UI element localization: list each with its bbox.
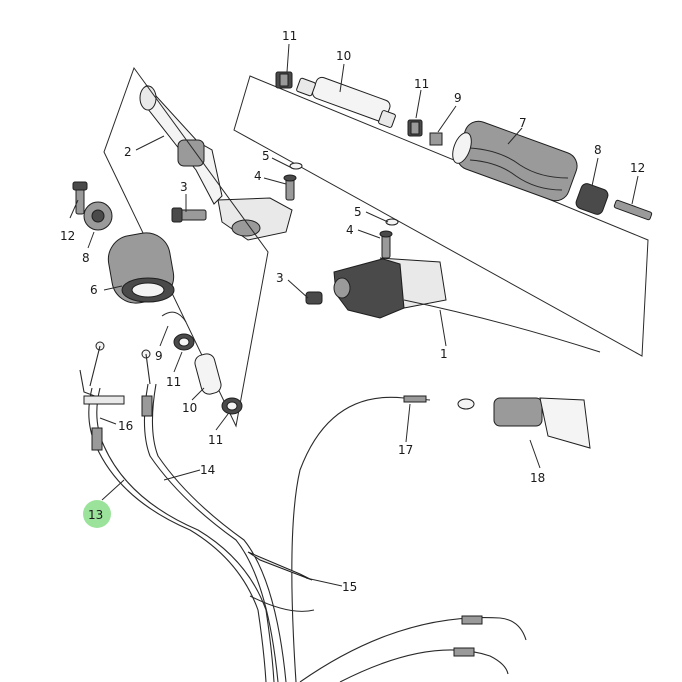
lower-cable-fitting — [453, 647, 475, 657]
cable-cover-part — [493, 397, 591, 449]
callout-4: 4 — [254, 169, 262, 183]
callout-1: 1 — [440, 347, 448, 361]
callout-10: 10 — [336, 49, 351, 63]
cable-guide-part — [247, 551, 315, 612]
callout-4: 4 — [346, 223, 354, 237]
callout-8: 8 — [594, 143, 602, 157]
callout-16: 16 — [118, 419, 133, 433]
handlebar-left-part — [194, 353, 222, 395]
highlight-marker — [83, 500, 111, 528]
clutch-cable-ring — [457, 398, 475, 410]
switch-housing-part — [333, 257, 447, 319]
callout-10: 10 — [182, 401, 197, 415]
callout-11: 11 — [166, 375, 181, 389]
clutch-cable-fitting — [403, 395, 427, 403]
callout-15: 15 — [342, 580, 357, 594]
cable-lead — [89, 345, 101, 387]
cable-lead — [145, 353, 151, 385]
nut-part — [221, 397, 243, 415]
lower-cable-fitting — [461, 615, 483, 625]
clip-part — [429, 132, 443, 146]
screw-part — [305, 291, 323, 305]
lower-cable — [339, 649, 509, 682]
callout-11: 11 — [282, 29, 297, 43]
screw-part — [379, 218, 399, 259]
callout-8: 8 — [82, 251, 90, 265]
clutch-lever-part — [139, 85, 223, 205]
callout-17: 17 — [398, 443, 413, 457]
callout-11: 11 — [414, 77, 429, 91]
nut-part — [173, 333, 195, 351]
callout-3: 3 — [180, 180, 188, 194]
grip-right-part — [452, 120, 578, 202]
callout-12: 12 — [630, 161, 645, 175]
throttle-cable-14b — [151, 383, 287, 682]
callout-14: 14 — [200, 463, 215, 477]
frame-left — [103, 66, 269, 428]
grip-left-part — [107, 232, 175, 304]
cable-adjuster — [91, 427, 103, 451]
bar-end-part — [83, 201, 113, 231]
callout-6: 6 — [90, 283, 98, 297]
screw-part — [283, 162, 303, 201]
screw-part — [72, 181, 88, 215]
callout-3: 3 — [276, 271, 284, 285]
callout-13: 13 — [88, 508, 103, 522]
wire-lead — [403, 299, 601, 353]
callout-12: 12 — [60, 229, 75, 243]
throttle-cable-13 — [88, 387, 267, 682]
clutch-cable-17 — [291, 396, 405, 682]
callout-18: 18 — [530, 471, 545, 485]
bar-end-part — [575, 183, 609, 215]
callout-9: 9 — [155, 349, 163, 363]
callout-5: 5 — [354, 205, 362, 219]
handlebar-right-part — [296, 76, 396, 128]
cable-bracket-16 — [83, 395, 125, 405]
callout-5: 5 — [262, 149, 270, 163]
lower-cable — [299, 616, 527, 682]
nut-part — [275, 71, 293, 89]
callout-11: 11 — [208, 433, 223, 447]
clip-part — [161, 311, 187, 323]
throttle-cable-14 — [143, 383, 279, 682]
screw-part — [613, 199, 653, 221]
leader-lines — [69, 43, 639, 587]
callout-2: 2 — [124, 145, 132, 159]
callout-7: 7 — [519, 116, 527, 130]
callout-9: 9 — [454, 91, 462, 105]
cable-adjuster — [141, 395, 153, 417]
nut-part — [407, 119, 423, 137]
screw-part — [171, 207, 207, 223]
